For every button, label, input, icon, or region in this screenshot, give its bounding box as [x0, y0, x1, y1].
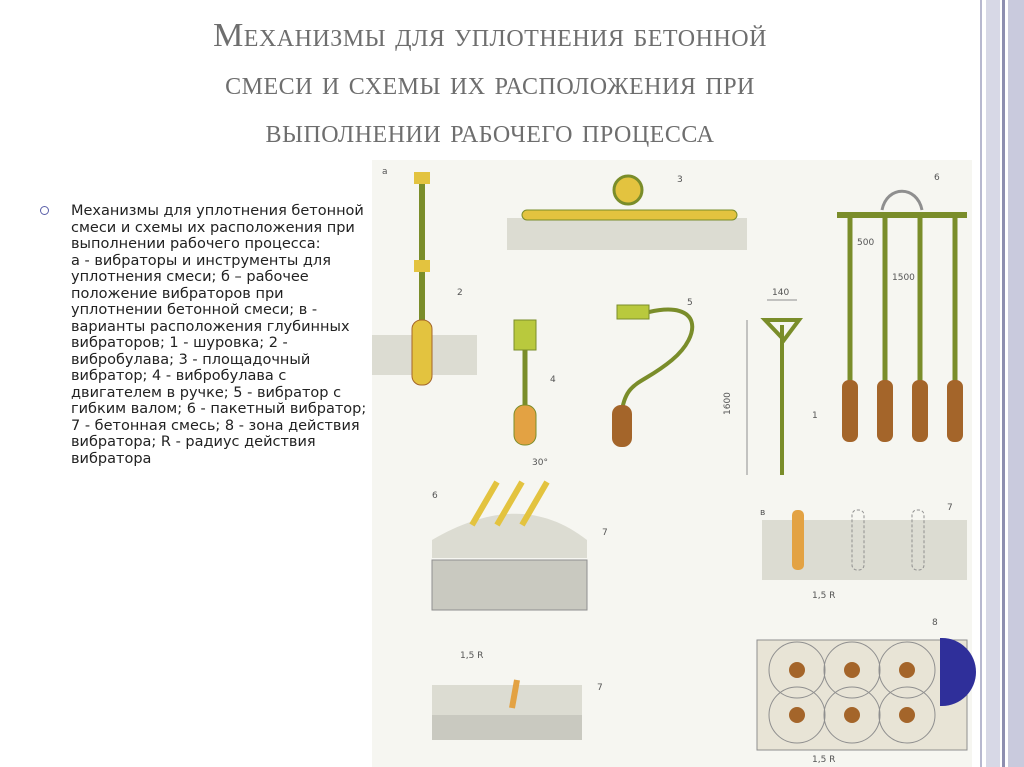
label-b-6: 6 [432, 491, 438, 501]
shurovka-handle [760, 318, 803, 344]
base-layer [432, 715, 582, 740]
slide-title: Механизмы для уплотнения бетонной смеси … [60, 12, 920, 156]
mechanisms-illustration: а 2 3 4 5 6 1 140 1600 500 1500 6 30° 7 … [372, 160, 972, 767]
deep-vibrator [509, 679, 520, 709]
title-line-3: выполнении рабочего процесса [265, 113, 715, 150]
label-15r-c: 1,5 R [812, 755, 835, 765]
package-vibrators [842, 215, 963, 442]
label-7-c: 7 [597, 683, 603, 693]
vibration-zone-circles [768, 641, 936, 744]
platform-vibrator-plate [521, 209, 738, 221]
label-a: а [382, 167, 388, 177]
label-v: в [760, 508, 765, 518]
concrete-mound [432, 513, 587, 540]
package-hook [880, 189, 924, 211]
stripe [986, 0, 1000, 767]
label-5: 5 [687, 298, 693, 308]
dim-140: 140 [772, 288, 789, 298]
vibrator-handle [414, 172, 430, 184]
bullet-item: Механизмы для уплотнения бетонной смеси … [40, 203, 375, 467]
dim-500: 500 [857, 238, 874, 248]
dim-1600: 1600 [723, 392, 733, 415]
title-line-2: смеси и схемы их расположения при [225, 65, 755, 102]
label-7-b: 7 [602, 528, 608, 538]
base-layer [431, 559, 588, 611]
title-line-1: Механизмы для уплотнения бетонной [213, 17, 767, 54]
label-15r-a: 1,5 R [812, 591, 835, 601]
label-8: 8 [932, 618, 938, 628]
label-3: 3 [677, 175, 683, 185]
deep-vibrator-next [911, 509, 925, 571]
label-7-v: 7 [947, 503, 953, 513]
concrete-mix-area [507, 218, 747, 250]
vibrator-motor-handle [513, 319, 537, 351]
platform-vibrator-motor [612, 174, 644, 206]
stripe [980, 0, 982, 767]
stripe [1002, 0, 1005, 767]
inclined-vibrators [469, 480, 550, 527]
label-6: 6 [934, 173, 940, 183]
vibrator-head [513, 404, 537, 446]
concrete-layer [432, 540, 587, 558]
flexible-shaft [620, 307, 695, 411]
label-angle: 30° [532, 458, 548, 468]
deep-vibrator-next [851, 509, 865, 571]
vibrator-positions [789, 662, 915, 723]
illustration-svg: а 2 3 4 5 6 1 140 1600 500 1500 6 30° 7 … [372, 167, 968, 765]
decorative-stripes [980, 0, 1024, 767]
bullet-circle-icon [40, 206, 49, 215]
label-15r-b: 1,5 R [460, 651, 483, 661]
label-4: 4 [550, 375, 556, 385]
label-2: 2 [457, 288, 463, 298]
vibrator-motor [616, 304, 650, 320]
deep-vibrator-head [411, 319, 433, 386]
deep-vibrator [792, 510, 804, 570]
stripe [1008, 0, 1024, 767]
bullet-text: Механизмы для уплотнения бетонной смеси … [71, 203, 367, 467]
vibration-zone-plan [756, 639, 968, 751]
dim-1500: 1500 [892, 273, 915, 283]
vibrator-joint [414, 260, 430, 272]
label-1: 1 [812, 411, 818, 421]
vibrator-head [612, 405, 632, 447]
